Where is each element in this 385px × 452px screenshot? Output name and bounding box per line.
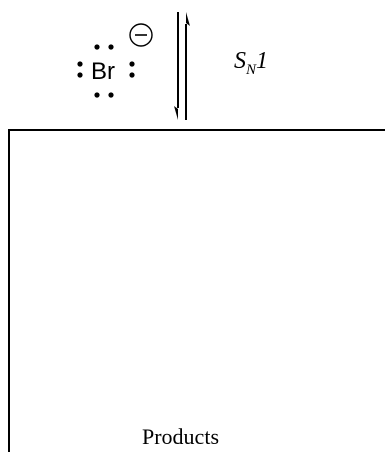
mechanism-label: SN1 [234, 48, 268, 78]
lone-pair-left [77, 61, 83, 78]
mechanism-order: 1 [256, 48, 268, 74]
lone-pair-right [129, 61, 135, 78]
mechanism-letter: S [234, 48, 246, 74]
mechanism-subscript: N [245, 62, 257, 78]
bromide-ion: Br [77, 23, 153, 98]
bromine-symbol: Br [91, 58, 115, 85]
forward-arrow-icon [174, 12, 179, 120]
equilibrium-arrows [174, 12, 190, 120]
negative-charge-icon [129, 23, 153, 47]
products-caption: Products [142, 424, 219, 449]
lone-pair-top [94, 44, 114, 50]
products-box [8, 129, 385, 452]
lone-pair-bottom [94, 92, 114, 98]
reverse-arrow-icon [185, 12, 190, 120]
